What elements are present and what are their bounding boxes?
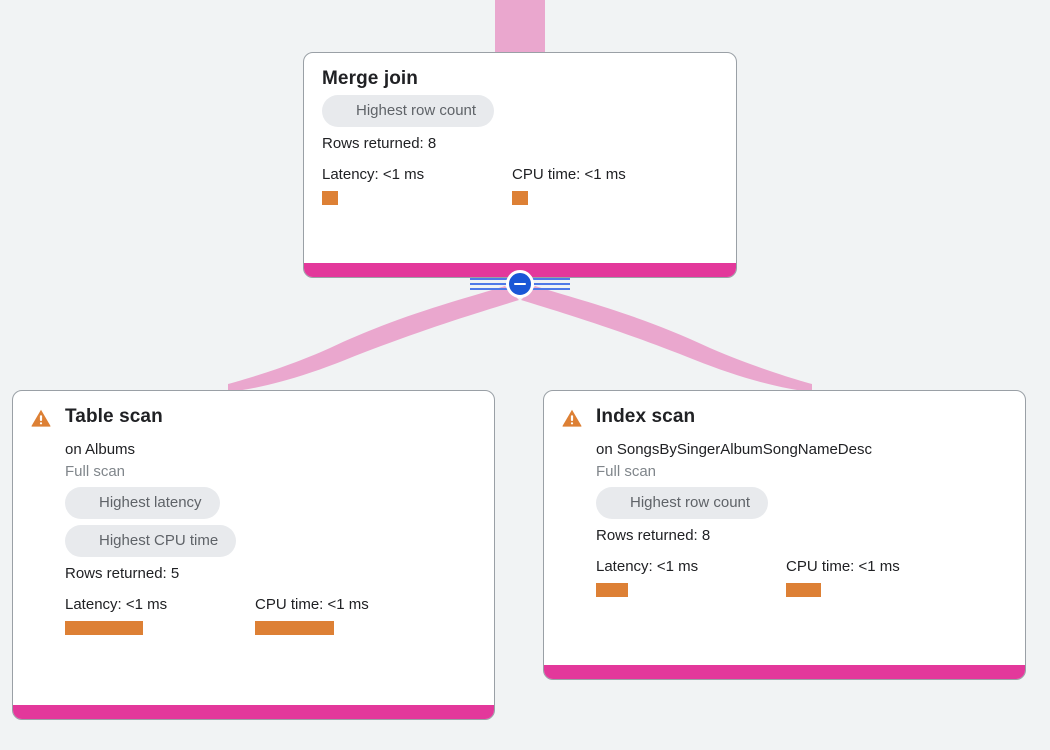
node-title-row: Index scan	[562, 405, 1007, 432]
node-title: Index scan	[596, 406, 696, 427]
collapse-toggle-button[interactable]	[506, 270, 534, 298]
metric-cpu-time: CPU time: <1 ms	[255, 595, 369, 635]
metric-latency: Latency: <1 ms	[596, 557, 786, 597]
node-title-row: Table scan	[31, 405, 476, 432]
node-chips: Highest row count	[596, 487, 1007, 519]
metric-label: CPU time: <1 ms	[786, 558, 900, 575]
minus-icon	[514, 282, 526, 286]
node-title: Table scan	[65, 406, 163, 427]
node-title-row: Merge join	[322, 67, 718, 91]
node-rows-returned: Rows returned: 8	[596, 527, 711, 544]
edge-merge-to-table-scan	[228, 286, 519, 392]
plan-node-merge-join[interactable]: Merge join Highest row count Rows return…	[303, 52, 737, 278]
node-body: Table scan on Albums Full scan Highest l…	[13, 391, 494, 645]
node-chips: Highest latency Highest CPU time	[65, 487, 476, 557]
metric-cpu-time: CPU time: <1 ms	[512, 165, 626, 205]
node-rows-returned: Rows returned: 8	[322, 135, 437, 152]
node-metrics: Latency: <1 ms CPU time: <1 ms	[322, 165, 718, 205]
metric-latency: Latency: <1 ms	[322, 165, 512, 205]
metric-cpu-time: CPU time: <1 ms	[786, 557, 900, 597]
node-title: Merge join	[322, 68, 419, 89]
node-body: Merge join Highest row count Rows return…	[304, 53, 736, 215]
node-chip: Highest row count	[596, 487, 769, 519]
node-body: Index scan on SongsBySingerAlbumSongName…	[544, 391, 1025, 607]
metric-label: Latency: <1 ms	[65, 596, 168, 613]
metric-label: Latency: <1 ms	[322, 166, 425, 183]
node-chip: Highest CPU time	[65, 525, 237, 557]
metric-bar	[255, 621, 334, 635]
node-subtitle: on Albums	[65, 441, 136, 458]
node-accent-bar	[544, 665, 1025, 679]
node-scan-type: Full scan	[596, 463, 657, 480]
node-details: on SongsBySingerAlbumSongNameDesc Full s…	[562, 439, 1007, 597]
node-accent-bar	[13, 705, 494, 719]
metric-bar	[596, 583, 628, 597]
node-chip: Highest latency	[65, 487, 220, 519]
node-chips: Highest row count	[322, 95, 718, 127]
node-metrics: Latency: <1 ms CPU time: <1 ms	[65, 595, 476, 635]
metric-label: CPU time: <1 ms	[255, 596, 369, 613]
node-scan-type: Full scan	[65, 463, 126, 480]
edge-incoming	[495, 0, 545, 54]
warning-triangle-icon	[562, 409, 582, 432]
collapse-toggle-container[interactable]	[470, 270, 570, 298]
metric-bar	[512, 191, 528, 205]
metric-bar	[322, 191, 338, 205]
metric-label: CPU time: <1 ms	[512, 166, 626, 183]
metric-label: Latency: <1 ms	[596, 558, 699, 575]
metric-latency: Latency: <1 ms	[65, 595, 255, 635]
metric-bar	[786, 583, 821, 597]
node-chip: Highest row count	[322, 95, 495, 127]
plan-node-table-scan[interactable]: Table scan on Albums Full scan Highest l…	[12, 390, 495, 720]
edge-merge-to-index-scan	[521, 286, 812, 392]
metric-bar	[65, 621, 143, 635]
node-metrics: Latency: <1 ms CPU time: <1 ms	[596, 557, 1007, 597]
node-details: on Albums Full scan Highest latency High…	[31, 439, 476, 635]
node-rows-returned: Rows returned: 5	[65, 565, 180, 582]
plan-node-index-scan[interactable]: Index scan on SongsBySingerAlbumSongName…	[543, 390, 1026, 680]
node-subtitle: on SongsBySingerAlbumSongNameDesc	[596, 441, 872, 458]
warning-triangle-icon	[31, 409, 51, 432]
